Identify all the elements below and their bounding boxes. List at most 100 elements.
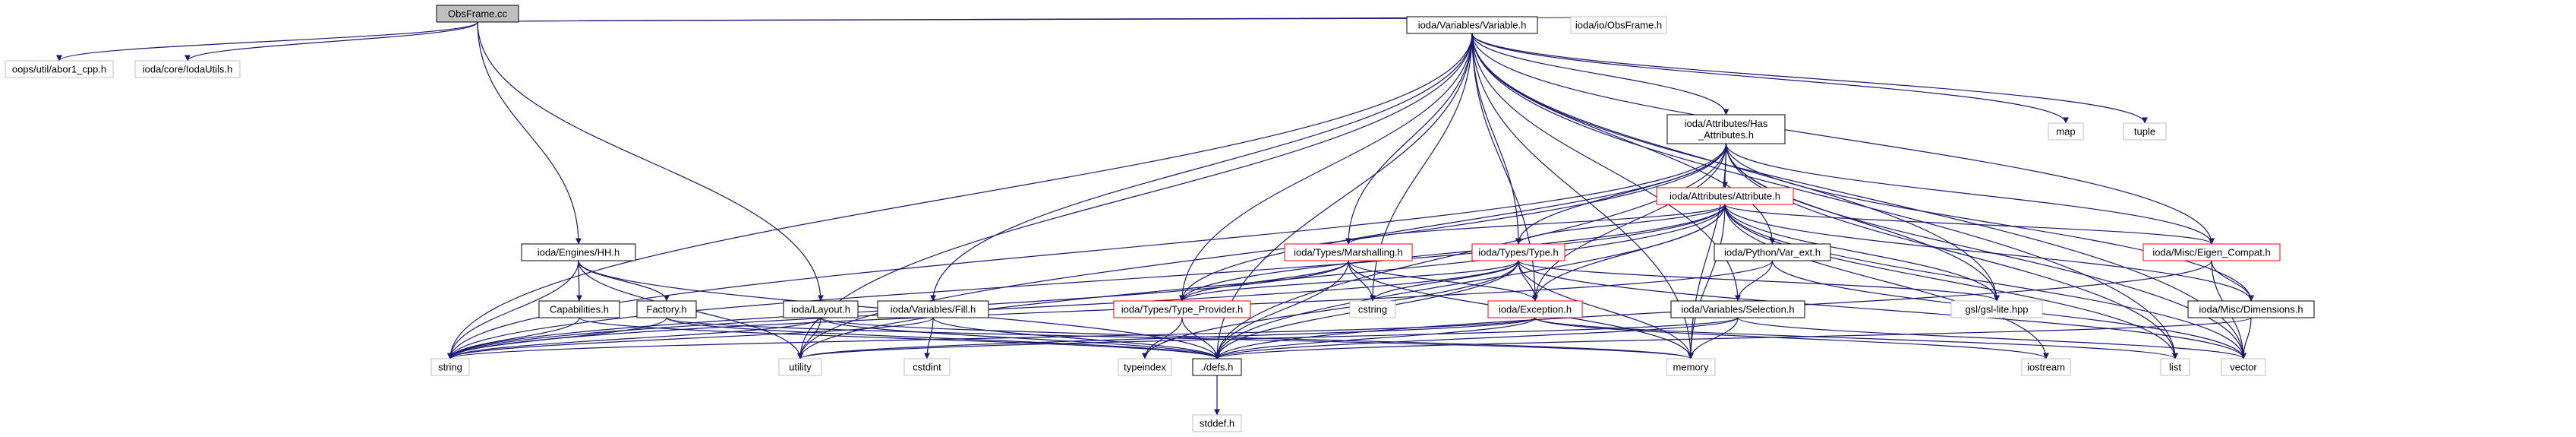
edge-type_h-to-typeindex: [1142, 260, 1519, 359]
node-typeindex: typeindex: [1118, 358, 1172, 376]
node-box: [2048, 122, 2084, 141]
node-box: [134, 60, 241, 78]
node-label: ioda/Layout.h: [791, 304, 850, 315]
edge-exception_h-to-string: [447, 317, 1536, 359]
node-label: ioda/Types/Marshalling.h: [1294, 247, 1403, 258]
node-box: [521, 243, 636, 261]
node-list: list: [2160, 358, 2190, 376]
edge-type_h-to-memory: [1518, 260, 1694, 359]
node-label: Capabilities.h: [550, 304, 609, 315]
node-box: [1349, 300, 1396, 318]
edge-obsframe_cc-to-iodautils: [184, 21, 478, 62]
edge-variable_h-to-string: [447, 33, 1473, 359]
node-attribute_h[interactable]: ioda/Attributes/Attribute.h: [1656, 187, 1794, 205]
edge-has_attributes_h-to-string: [447, 143, 1727, 359]
node-exception_h[interactable]: ioda/Exception.h: [1487, 300, 1583, 318]
node-label: typeindex: [1124, 362, 1166, 373]
node-box: [1113, 300, 1251, 318]
edge-dimensions_h-to-defs_h: [1214, 317, 2252, 359]
node-type_h[interactable]: ioda/Types/Type.h: [1471, 243, 1565, 261]
edge-marshalling_h-to-defs_h: [1214, 260, 1349, 359]
node-fill_h[interactable]: ioda/Variables/Fill.h: [877, 300, 989, 318]
edge-obsframe_cc-to-obsframe_h: [477, 16, 1619, 24]
node-label: ObsFrame.cc: [448, 8, 508, 20]
node-variable_h[interactable]: ioda/Variables/Variable.h: [1406, 16, 1538, 34]
node-label: ioda/Variables/Variable.h: [1418, 20, 1527, 31]
node-box: [1670, 300, 1805, 318]
node-iodautils: ioda/core/IodaUtils.h: [134, 60, 241, 78]
node-box: [778, 358, 822, 376]
node-marshalling_h[interactable]: ioda/Types/Marshalling.h: [1284, 243, 1413, 261]
node-box: [2187, 300, 2315, 318]
node-obsframe_cc[interactable]: ObsFrame.cc: [436, 5, 519, 23]
node-label: Factory.h: [646, 304, 686, 315]
node-box: [1471, 243, 1565, 261]
node-box: [5, 60, 114, 78]
edge-variable_h-to-utility: [797, 33, 1473, 359]
node-factory_h[interactable]: Factory.h: [636, 300, 697, 318]
node-box: [903, 358, 951, 376]
node-box: [1714, 243, 1831, 261]
node-memory: memory: [1666, 358, 1716, 376]
edge-fill_h-to-defs_h: [932, 317, 1220, 359]
edge-attribute_h-to-string: [447, 204, 1726, 359]
node-hh_h[interactable]: ioda/Engines/HH.h: [521, 243, 636, 261]
node-box: [783, 300, 859, 318]
node-label: iostream: [2027, 362, 2065, 373]
node-box: [2123, 122, 2167, 141]
node-box: [1406, 16, 1538, 34]
edge-has_attributes_h-to-list: [1725, 143, 2178, 359]
node-abor1: oops/util/abor1_cpp.h: [5, 60, 114, 78]
node-stddef_h: stddef.h: [1192, 414, 1242, 432]
edge-selection_h-to-defs_h: [1214, 317, 1739, 359]
edge-capabilities_h-to-string: [447, 317, 580, 359]
node-box: [1192, 414, 1242, 432]
node-type_provider_h[interactable]: ioda/Types/Type_Provider.h: [1113, 300, 1251, 318]
node-label: ioda/Exception.h: [1499, 304, 1572, 315]
node-cstring: cstring: [1349, 300, 1396, 318]
node-label: ioda/Misc/Dimensions.h: [2199, 304, 2303, 315]
node-box: [2160, 358, 2190, 376]
node-label: ioda/Types/Type.h: [1478, 247, 1559, 258]
node-var_ext_h[interactable]: ioda/Python/Var_ext.h: [1714, 243, 1831, 261]
node-selection_h[interactable]: ioda/Variables/Selection.h: [1670, 300, 1805, 318]
node-capabilities_h[interactable]: Capabilities.h: [538, 300, 620, 318]
node-obsframe_h: ioda/io/ObsFrame.h: [1570, 16, 1667, 34]
node-box: [1118, 358, 1172, 376]
edge-fill_h-to-cstdint: [924, 317, 934, 359]
node-box: [1487, 300, 1583, 318]
node-box: [1656, 187, 1794, 205]
edge-attribute_h-to-iostream: [1724, 204, 2049, 359]
edge-obsframe_cc-to-abor1: [56, 21, 478, 62]
node-box: [1666, 114, 1786, 144]
node-box: [1192, 358, 1242, 376]
node-label: vector: [2230, 362, 2257, 373]
node-box: [2021, 358, 2071, 376]
node-label: ioda/Variables/Selection.h: [1681, 304, 1794, 315]
node-label: ioda/Misc/Eigen_Compat.h: [2152, 247, 2270, 258]
edge-variable_h-to-type_provider_h: [1179, 33, 1473, 302]
edge-type_h-to-cstring: [1370, 260, 1519, 302]
node-vector: vector: [2221, 358, 2266, 376]
node-box: [877, 300, 989, 318]
edge-fill_h-to-string: [447, 317, 934, 359]
edge-attribute_h-to-dimensions_h: [1724, 204, 2254, 302]
node-dimensions_h[interactable]: ioda/Misc/Dimensions.h: [2187, 300, 2315, 318]
node-box: [1570, 16, 1667, 34]
node-eigen_compat_h[interactable]: ioda/Misc/Eigen_Compat.h: [2142, 243, 2281, 261]
node-box: [1666, 358, 1716, 376]
edge-dimensions_h-to-vector: [2240, 317, 2252, 359]
node-has_attributes_h[interactable]: ioda/Attributes/Has_Attributes.h: [1666, 114, 1786, 144]
node-label: gsl/gsl-lite.hpp: [1965, 304, 2028, 315]
edge-has_attributes_h-to-eigen_compat_h: [1725, 143, 2215, 245]
node-defs_h[interactable]: ./defs.h: [1192, 358, 1242, 376]
node-label: map: [2056, 126, 2075, 138]
node-layout_h[interactable]: ioda/Layout.h: [783, 300, 859, 318]
node-label: ioda/Engines/HH.h: [538, 247, 620, 258]
edge-exception_h-to-iostream: [1534, 317, 2049, 359]
node-label: utility: [789, 362, 812, 373]
edge-has_attributes_h-to-type_provider_h: [1179, 143, 1727, 302]
edge-variable_h-to-map: [1471, 33, 2069, 124]
node-gsl_lite: gsl/gsl-lite.hpp: [1950, 300, 2043, 318]
